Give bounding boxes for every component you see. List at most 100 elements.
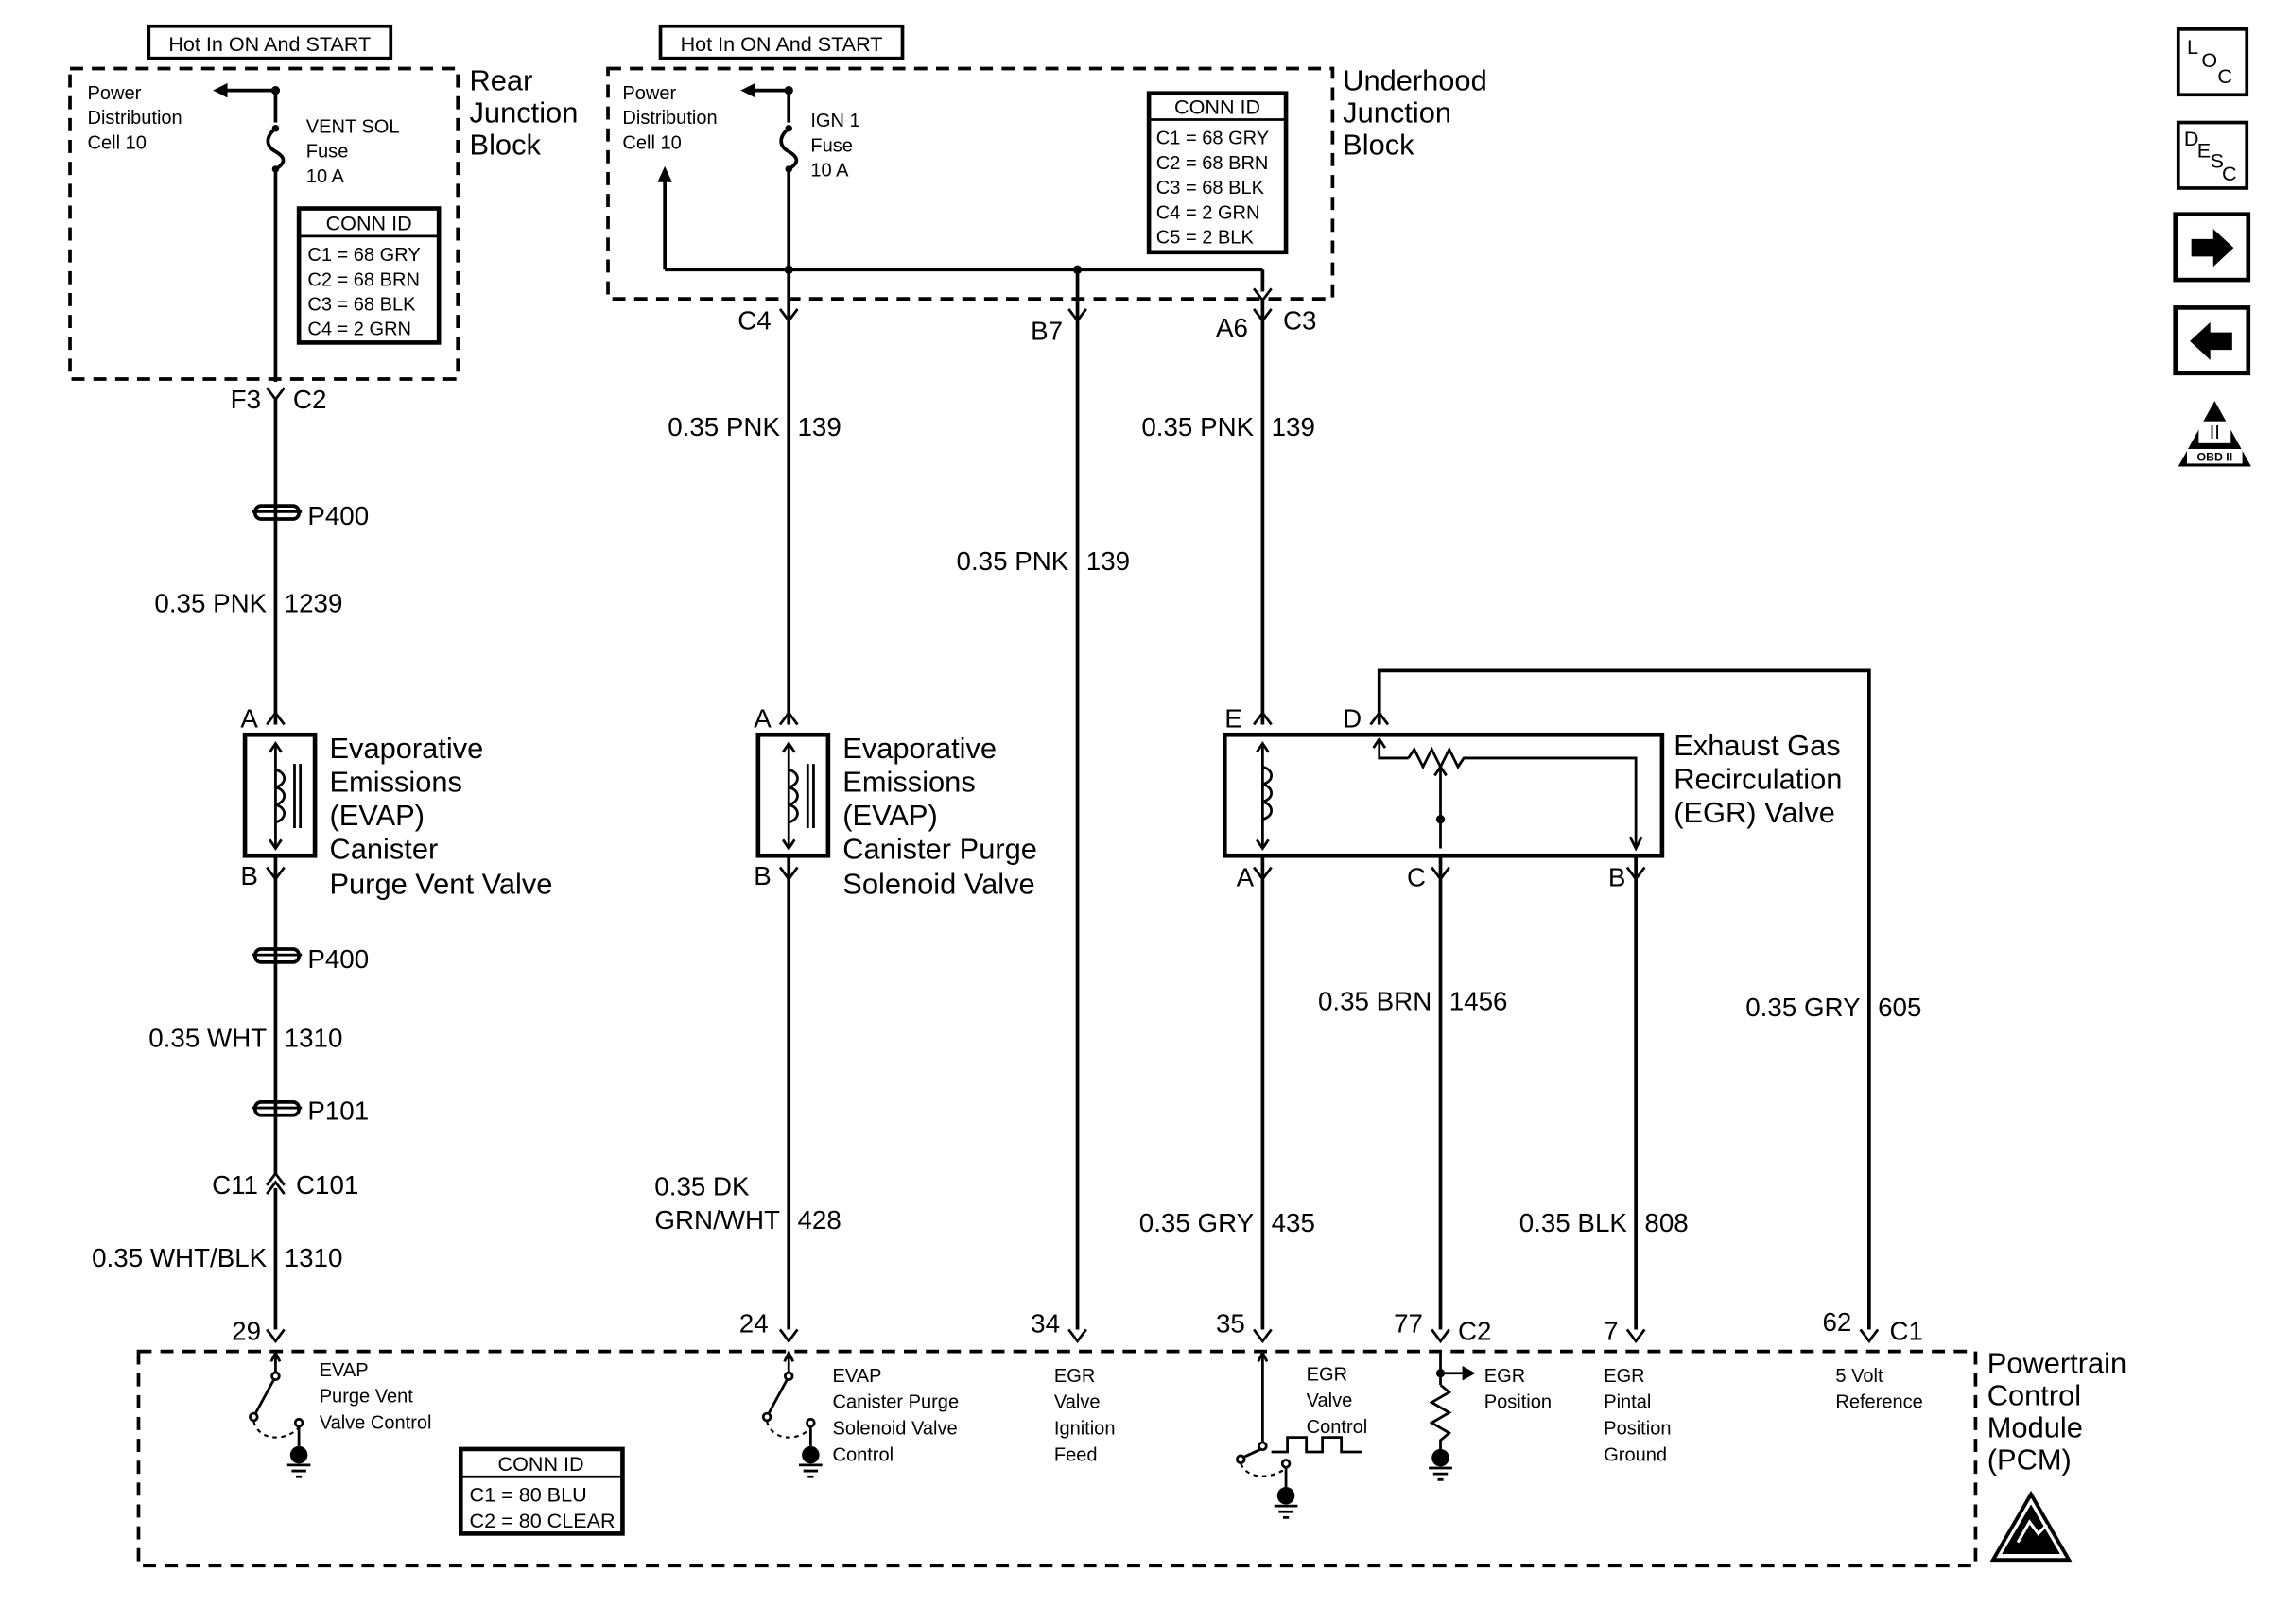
pcm-conn-row: C2 = 80 CLEAR	[470, 1509, 616, 1532]
rear-title-3: Block	[470, 128, 542, 161]
under-title-1: Underhood	[1343, 64, 1487, 97]
purge-label-2: Emissions	[842, 765, 975, 798]
pcm-pin-c2: C2	[1458, 1316, 1491, 1345]
egr-position-circuits: 0.35 BRN 1456 0.35 BLK 808 0.35 GRY 605	[1318, 855, 1921, 1330]
wire-605-number: 605	[1878, 993, 1921, 1022]
purge-label-1: Evaporative	[842, 732, 997, 765]
pcm: Powertrain Control Module (PCM) 29 24 34…	[136, 1307, 2126, 1568]
under-up-arrow-icon	[657, 165, 672, 182]
under-pd-line-2: Distribution	[622, 108, 717, 129]
svg-text:C: C	[2217, 64, 2232, 88]
nav-panel: L O C D E S C II OBD II	[2173, 26, 2251, 467]
pcm-pin-35: 35	[1216, 1309, 1245, 1339]
purge-pin-b: B	[754, 861, 772, 890]
under-title-2: Junction	[1343, 96, 1451, 130]
rear-pd-line-1: Power	[88, 83, 142, 104]
wire-605-path	[1377, 668, 1871, 1330]
wire-1456-number: 1456	[1449, 987, 1508, 1016]
wire-435-number: 435	[1272, 1208, 1315, 1237]
egr-valve-body	[1222, 732, 1665, 858]
svg-text:L: L	[2187, 35, 2198, 59]
under-fuse-line-3: 10 A	[810, 161, 849, 181]
rear-conn-row: C1 = 68 GRY	[307, 245, 420, 266]
egr-ignition-circuit: B7 0.35 PNK 139	[957, 269, 1130, 1330]
vent-driver-switch-icon	[253, 1378, 276, 1415]
wire-1310-blk-number: 1310	[285, 1243, 343, 1272]
pcm-ref-ckt-2: Reference	[1835, 1392, 1922, 1413]
pcm-purge-ckt-3: Solenoid Valve	[832, 1419, 957, 1440]
under-conn-row: C2 = 68 BRN	[1156, 153, 1269, 174]
rear-fuse-line-1: VENT SOL	[306, 116, 400, 137]
vent-label-1: Evaporative	[329, 732, 483, 765]
egr-label-2: Recirculation	[1674, 762, 1842, 795]
vent-label-2: Emissions	[329, 765, 461, 798]
pwm-signal-icon	[1271, 1436, 1362, 1454]
wire-1456-color: 0.35 BRN	[1318, 987, 1431, 1016]
under-hot-label-box	[658, 24, 905, 60]
wire-1239-color: 0.35 PNK	[154, 589, 267, 618]
vent-label-3: (EVAP)	[329, 799, 424, 832]
connector-c101: C101	[296, 1170, 358, 1200]
pcm-purge-ckt-1: EVAP	[832, 1366, 881, 1387]
purge-label-3: (EVAP)	[842, 799, 937, 832]
pcm-ign-ckt-4: Feed	[1054, 1444, 1098, 1465]
pullup-resistor-icon	[1429, 1384, 1452, 1456]
svg-text:D: D	[2184, 127, 2199, 150]
pcm-ctrl-ckt-3: Control	[1307, 1417, 1368, 1438]
pcm-pin-29: 29	[232, 1316, 261, 1345]
pcm-ign-ckt-2: Valve	[1054, 1392, 1101, 1413]
obd-ii-icon[interactable]: II OBD II	[2178, 401, 2251, 467]
pcm-title-3: Module	[1987, 1411, 2083, 1444]
loc-icon[interactable]: L O C	[2176, 26, 2249, 97]
position-arrow-icon	[1462, 1366, 1476, 1381]
under-conn-id-table	[1146, 91, 1289, 255]
svg-text:II: II	[2210, 423, 2220, 443]
wire-1310-color: 0.35 WHT	[148, 1023, 267, 1052]
egr-coil-icon	[1261, 765, 1273, 821]
purge-coil-icon	[788, 768, 799, 824]
under-conn-row: C4 = 2 GRN	[1156, 202, 1260, 223]
arrow-right-icon[interactable]	[2173, 212, 2251, 283]
pcm-gnd-ckt-2: Pintal	[1604, 1392, 1651, 1413]
purge-driver-switch-icon	[767, 1378, 789, 1415]
desc-icon[interactable]: D E S C	[2176, 120, 2249, 190]
wire-139-b-number: 139	[1086, 546, 1130, 576]
svg-text:E: E	[2197, 139, 2211, 163]
egr-driver-switch-icon	[1241, 1447, 1262, 1460]
pcm-purge-ckt-4: Control	[832, 1444, 894, 1465]
rear-fuse-line-3: 10 A	[306, 166, 345, 187]
connector-f3-c2-icon	[266, 387, 286, 402]
splice-p400-a: P400	[307, 501, 369, 530]
svg-text:O: O	[2201, 48, 2217, 72]
pcm-ref-ckt-1: 5 Volt	[1835, 1366, 1883, 1387]
pcm-conn-id-title: CONN ID	[498, 1452, 584, 1476]
splice-p400-b: P400	[307, 944, 369, 974]
egr-pin-d: D	[1343, 704, 1362, 734]
pcm-conn-id-table	[458, 1446, 625, 1536]
under-conn-id-title: CONN ID	[1174, 95, 1260, 118]
connector-f3: F3	[231, 385, 261, 414]
pcm-vent-ckt-3: Valve Control	[320, 1412, 432, 1433]
vent-pin-a: A	[240, 704, 258, 734]
purge-solenoid-circuit: C4 0.35 PNK 139 A Evaporative Emissions …	[654, 269, 1037, 1330]
egr-pin-b: B	[1608, 863, 1626, 892]
pcm-pin-7: 7	[1604, 1316, 1618, 1345]
rear-pd-line-3: Cell 10	[88, 132, 147, 153]
pcm-gnd-ckt-3: Position	[1604, 1419, 1671, 1440]
arrow-left-icon[interactable]	[2173, 305, 2251, 376]
wire-435-color: 0.35 GRY	[1139, 1208, 1254, 1237]
egr-valve: E D A C B Exhaust Gas Recirculation (EGR…	[1222, 668, 1871, 1330]
rear-fuse-icon	[266, 127, 286, 171]
under-block-outline	[606, 66, 1335, 301]
egr-label-1: Exhaust Gas	[1674, 729, 1840, 762]
rear-hot-label: Hot In ON And START	[168, 32, 371, 56]
pcm-title-2: Control	[1987, 1379, 2081, 1412]
pcm-vent-ckt-2: Purge Vent	[320, 1387, 414, 1408]
egr-pin-a: A	[1237, 863, 1255, 892]
evap-purge-solenoid	[755, 732, 831, 858]
purge-label-4: Canister Purge	[842, 832, 1037, 865]
wire-428-color-1: 0.35 DK	[654, 1172, 750, 1201]
wire-605-color: 0.35 GRY	[1745, 993, 1860, 1022]
pcm-pos-ckt-2: Position	[1484, 1392, 1552, 1413]
